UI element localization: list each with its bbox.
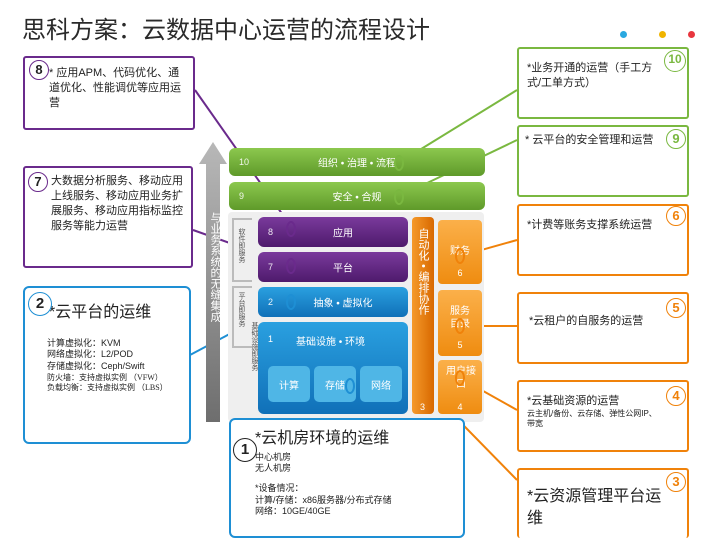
saas-bracket: [232, 218, 252, 282]
layer-label: 应用: [333, 228, 353, 240]
layer-platform: 7 平台: [258, 252, 408, 282]
callout-2-line: 负载均衡：支持虚拟实例 （LBS）: [47, 383, 168, 393]
callout-10-text: *业务开通的运营（手工方式/工单方式）: [527, 62, 653, 89]
decor-dot-red: [688, 31, 695, 38]
callout-1-line: 无人机房: [255, 463, 292, 474]
callout-1-device-line: 网络：10GE/40GE: [255, 506, 331, 517]
layer-security: 9 安全 • 合规: [229, 182, 485, 210]
decor-dot-yellow: [659, 31, 666, 38]
callout-6-number: 6: [666, 206, 686, 226]
integration-arrow: [199, 142, 227, 422]
callout-5: *云租户的自服务的运营: [517, 292, 689, 364]
callout-3-number: 3: [666, 472, 686, 492]
callout-1-title: *云机房环境的运维: [255, 430, 390, 447]
callout-9-text: * 云平台的安全管理和运营: [525, 134, 654, 146]
callout-4-sub: 云主机/备份、云存储、弹性公网IP、带宽: [527, 408, 657, 429]
callout-7-text: 大数据分析服务、移动应用上线服务、移动应用业务扩展服务、移动应用指标监控服务等能…: [51, 175, 183, 232]
user-portal-box: [438, 360, 482, 414]
endpoint-ring-7: [286, 258, 296, 274]
endpoint-ring-5: [455, 318, 465, 334]
callout-9: * 云平台的安全管理和运营: [517, 125, 689, 197]
callout-2: *云平台的运维 计算虚拟化：KVM 网络虚拟化：L2/POD 存储虚拟化：Cep…: [23, 286, 191, 444]
endpoint-ring-10: [394, 155, 404, 171]
callout-8-number: 8: [29, 60, 49, 80]
infra-compute: 计算: [268, 366, 310, 402]
decor-dot-blue: [620, 31, 627, 38]
automation-label: 自动化 • 编排协作: [417, 228, 429, 315]
layer-number: 10: [239, 157, 250, 167]
callout-1: *云机房环境的运维 中心机房 无人机房 *设备情况： 计算/存储：x86服务器/…: [229, 418, 465, 538]
layer-virtualization: 2 抽象 • 虚拟化: [258, 287, 408, 317]
automation-column: [412, 217, 434, 414]
callout-3-text: *云资源管理平台运维: [527, 488, 662, 528]
endpoint-ring-6: [455, 248, 465, 264]
layer-label: 组织 • 治理 • 流程: [317, 158, 397, 170]
iaas-label: 基础设施即服务: [251, 322, 258, 371]
layer-label: 平台: [333, 263, 353, 275]
layer-label: 抽象 • 虚拟化: [313, 298, 373, 310]
saas-label: 软件即服务: [238, 228, 245, 263]
callout-2-line: 防火墙：支持虚拟实例 （VFW）: [47, 372, 163, 382]
callout-2-line: 计算虚拟化：KVM: [47, 337, 121, 348]
integration-arrow-label: 与业务系统的无缝集成: [209, 212, 221, 322]
endpoint-ring-8: [286, 221, 296, 237]
paas-label: 平台即服务: [238, 292, 245, 327]
layer-number: 7: [268, 262, 274, 272]
callout-10-number: 10: [664, 50, 686, 72]
callout-8: * 应用APM、代码优化、通道优化、性能调优等应用运营: [23, 56, 195, 130]
callout-8-text: * 应用APM、代码优化、通道优化、性能调优等应用运营: [49, 67, 181, 109]
endpoint-ring-2: [286, 294, 296, 310]
callout-1-device-line: 计算/存储：x86服务器/分布式存储: [255, 494, 392, 505]
layer-label: 安全 • 合规: [332, 192, 382, 204]
callout-4: *云基础资源的运营 云主机/备份、云存储、弹性公网IP、带宽: [517, 380, 689, 452]
callout-3: *云资源管理平台运维: [517, 468, 689, 538]
callout-6-text: *计费等账务支撑系统运营: [527, 219, 653, 231]
callout-7: 大数据分析服务、移动应用上线服务、移动应用业务扩展服务、移动应用指标监控服务等能…: [23, 166, 193, 268]
callout-5-text: *云租户的自服务的运营: [529, 315, 644, 327]
endpoint-ring-4: [455, 370, 465, 386]
callout-1-number: 1: [233, 438, 257, 462]
layer-number: 8: [268, 227, 274, 237]
callout-4-number: 4: [666, 386, 686, 406]
finance-number: 6: [457, 268, 463, 278]
callout-2-number: 2: [28, 292, 52, 316]
layer-number: 9: [239, 191, 245, 201]
paas-bracket: [232, 286, 252, 348]
user-portal-number: 4: [457, 402, 463, 412]
callout-10: *业务开通的运营（手工方式/工单方式）: [517, 47, 689, 119]
layer-label: 基础设施 • 环境: [296, 337, 366, 348]
callout-9-number: 9: [666, 129, 686, 149]
callout-2-title: *云平台的运维: [49, 304, 152, 321]
callout-2-line: 存储虚拟化：Ceph/Swift: [47, 360, 145, 371]
callout-6: *计费等账务支撑系统运营: [517, 204, 689, 276]
service-catalog-number: 5: [457, 340, 463, 350]
callout-2-line: 网络虚拟化：L2/POD: [47, 349, 134, 360]
endpoint-ring-9: [394, 189, 404, 205]
callout-1-line: 中心机房: [255, 451, 292, 462]
layer-number: 1: [268, 334, 274, 344]
page-title: 思科方案：云数据中心运营的流程设计: [22, 17, 430, 44]
callout-7-number: 7: [28, 172, 48, 192]
endpoint-ring-1: [345, 378, 355, 394]
callout-4-text: *云基础资源的运营: [527, 395, 620, 407]
infra-network: 网络: [360, 366, 402, 402]
callout-1-device-title: *设备情况：: [255, 482, 304, 493]
layer-governance: 10 组织 • 治理 • 流程: [229, 148, 485, 176]
layer-number: 2: [268, 297, 274, 307]
automation-number: 3: [420, 402, 426, 412]
callout-5-number: 5: [666, 298, 686, 318]
layer-application: 8 应用: [258, 217, 408, 247]
